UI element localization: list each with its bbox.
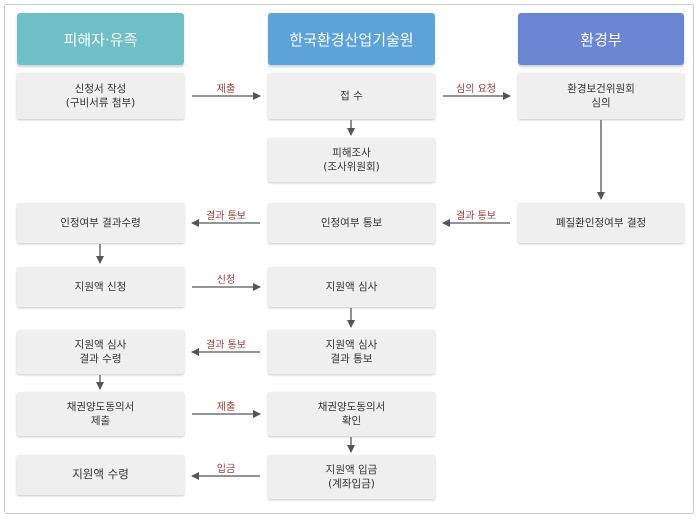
label-deposit: 입금 <box>216 464 236 475</box>
header-ministry: 환경부 <box>518 13 684 65</box>
box-consent-submit: 채권양도동의서 제출 <box>17 392 184 436</box>
box-review-result-notice: 지원액 심사 결과 통보 <box>268 330 435 374</box>
box-disease-decision: 폐질환인정여부 결정 <box>518 203 684 243</box>
label-submit1: 제출 <box>216 84 236 95</box>
label-submit2: 제출 <box>216 402 236 413</box>
box-recognition-notice: 인정여부 통보 <box>268 203 435 243</box>
box-support-request: 지원액 신청 <box>17 267 184 307</box>
box-support-deposit: 지원액 입금 (계좌입금) <box>268 455 435 499</box>
box-receipt: 접 수 <box>268 73 435 119</box>
box-support-received: 지원액 수령 <box>17 455 184 495</box>
label-result-notice3: 결과 통보 <box>206 340 246 351</box>
label-apply: 신청 <box>216 275 236 286</box>
label-review-request: 심의 요청 <box>456 84 496 95</box>
box-damage-survey: 피해조사 (조사위원회) <box>268 138 435 182</box>
box-application: 신청서 작성 (구비서류 첨부) <box>17 73 184 119</box>
box-committee-review: 환경보건위원회 심의 <box>518 73 684 119</box>
header-victim: 피해자·유족 <box>17 13 184 65</box>
box-support-review: 지원액 심사 <box>268 267 435 307</box>
box-recognition-result-received: 인정여부 결과수령 <box>17 203 184 243</box>
label-result-notice2: 결과 통보 <box>456 211 496 222</box>
label-result-notice1: 결과 통보 <box>206 211 246 222</box>
box-consent-confirm: 채권양도동의서 확인 <box>268 392 435 436</box>
header-keiti: 한국환경산업기술원 <box>268 13 435 65</box>
box-review-result-received: 지원액 심사 결과 수령 <box>17 330 184 374</box>
